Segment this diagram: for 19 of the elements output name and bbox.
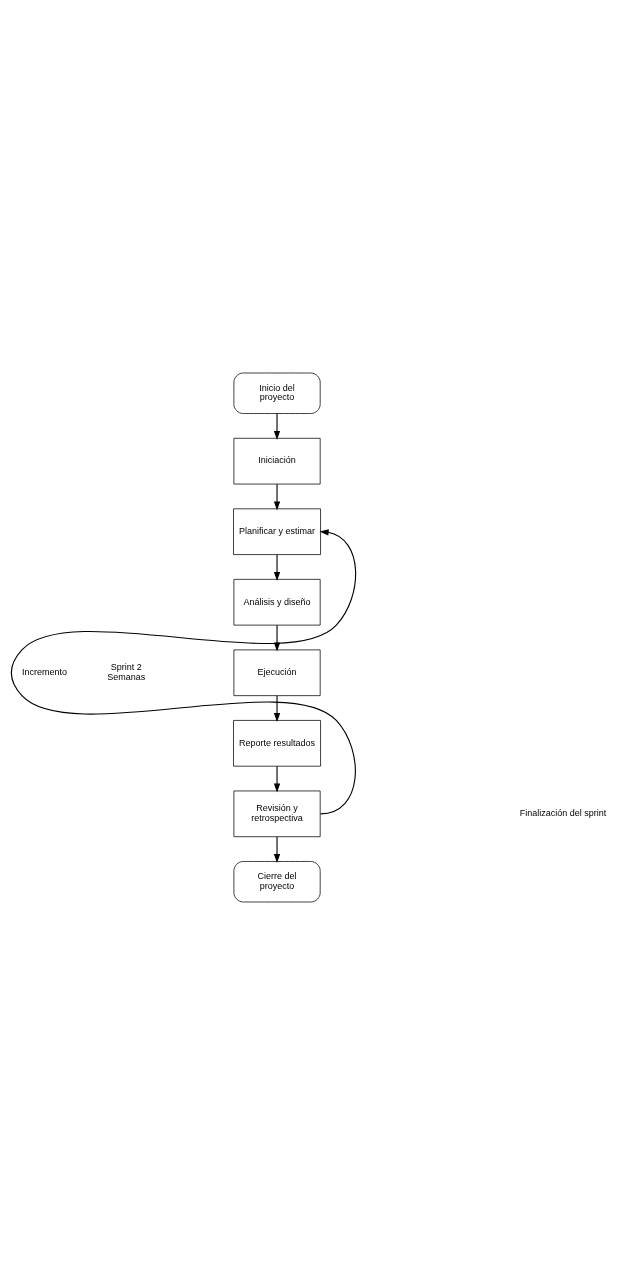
arrow [273, 412, 281, 440]
arrow [273, 765, 281, 793]
label: Finalización del sprint [519, 807, 607, 818]
arrow [273, 694, 281, 722]
label: Sprint 2 Semanas [107, 661, 146, 682]
node-box: Análisis y diseño [233, 578, 321, 625]
edge-label: Incremento [21, 666, 67, 677]
node-box: Revisión y retrospectiva [233, 790, 321, 837]
node-box: Ejecución [233, 649, 321, 696]
arrow [273, 483, 281, 510]
arrow [11, 528, 357, 814]
arrow [273, 836, 281, 863]
arrow [273, 553, 281, 581]
node-box: Iniciación [233, 437, 321, 484]
node-box: Cierre del proyecto [233, 860, 321, 902]
arrow [273, 624, 281, 652]
node-box: Inicio del proyecto [233, 372, 321, 414]
node-box: Planificar y estimar [233, 507, 321, 555]
node-box: Reporte resultados [233, 719, 321, 767]
